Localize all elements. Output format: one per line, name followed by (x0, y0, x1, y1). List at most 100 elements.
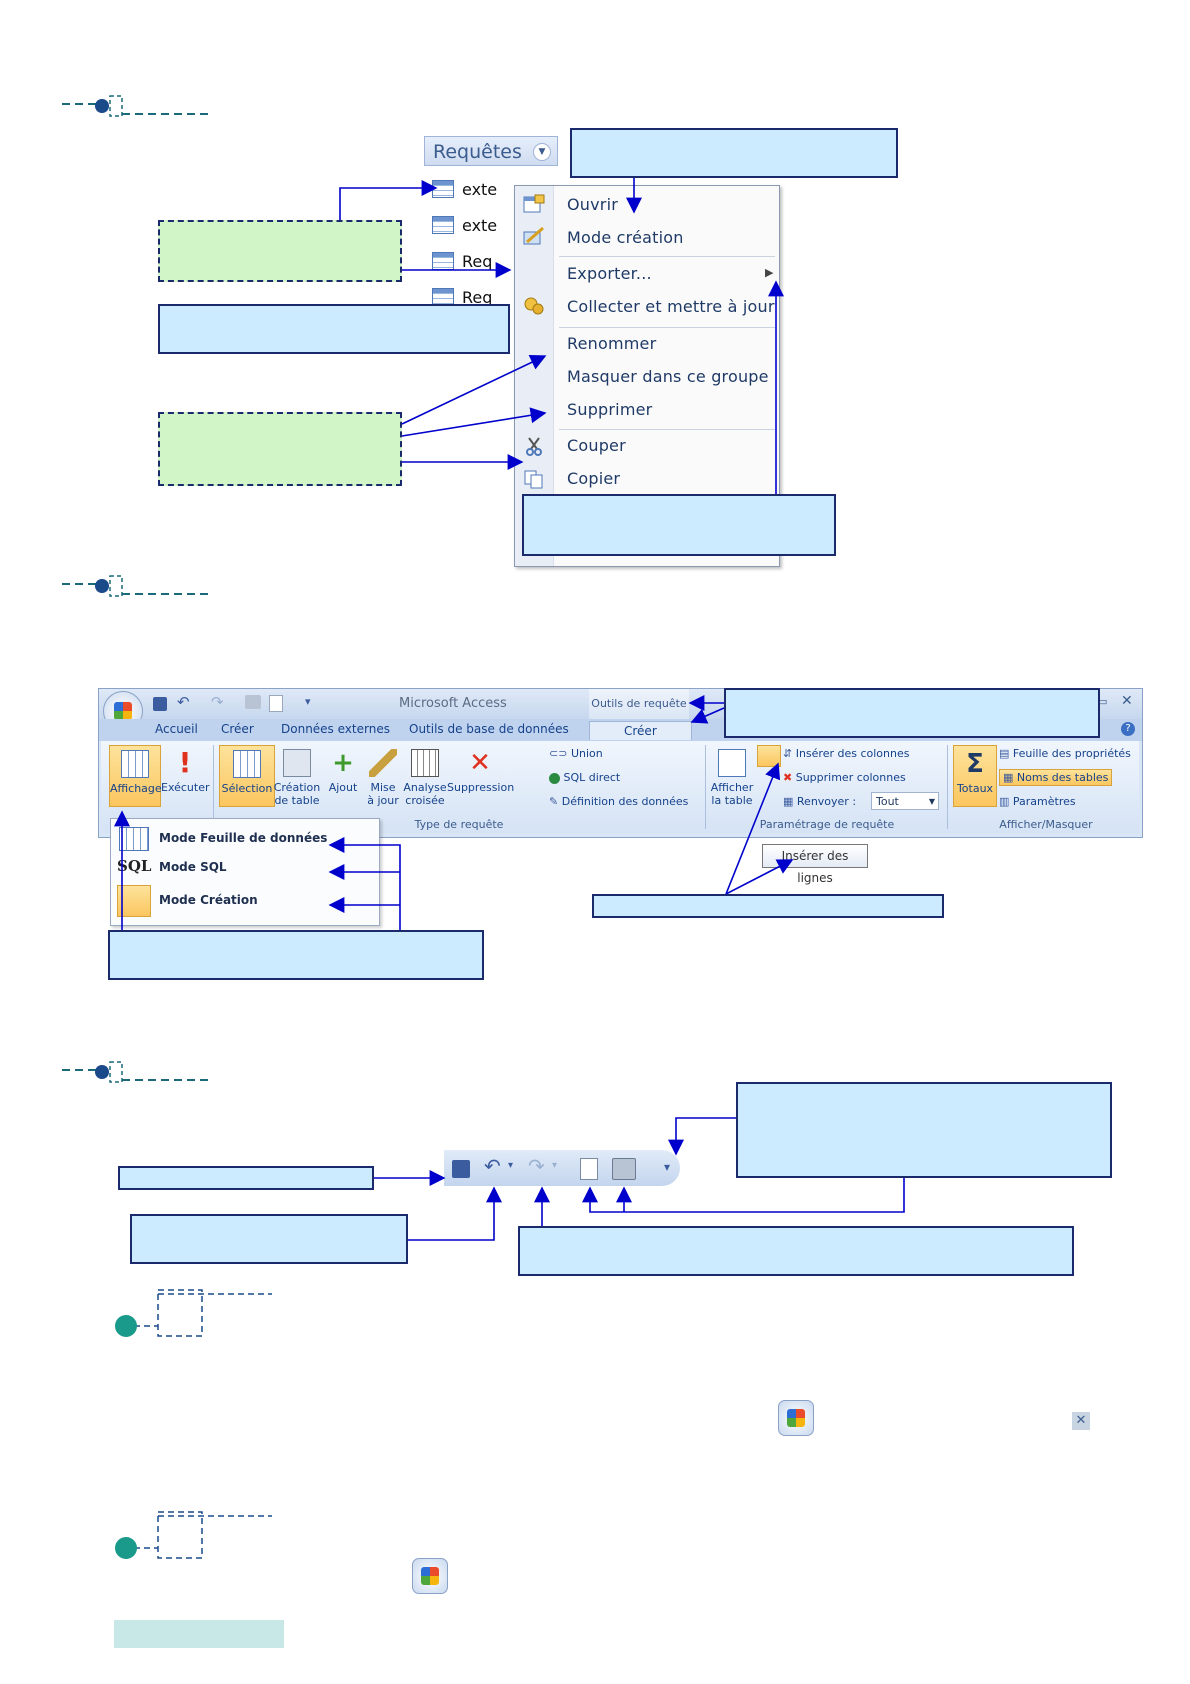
menu-item-open[interactable]: Ouvrir (567, 195, 619, 214)
callout-export-submenu (522, 494, 836, 556)
crosstab-icon (411, 749, 439, 777)
data-definition-button[interactable]: ✎ Définition des données (549, 795, 688, 808)
update-button[interactable]: Mise à jour (363, 745, 403, 815)
undo-dropdown-icon[interactable]: ▾ (508, 1160, 514, 1171)
insert-columns-button[interactable]: ⇵ Insérer des colonnes (783, 747, 909, 760)
dropdown-item-sql-view[interactable]: Mode SQL (159, 860, 227, 874)
return-icon: ▦ (783, 795, 794, 808)
globe-icon (549, 772, 560, 784)
union-label: Union (570, 747, 603, 760)
show-table-label-2: la table (711, 794, 753, 807)
dropdown-item-design-view[interactable]: Mode Création (159, 893, 258, 907)
crosstab-label-2: croisée (405, 794, 445, 807)
menu-item-copy[interactable]: Copier (567, 469, 621, 488)
sql-direct-button[interactable]: SQL direct (549, 771, 620, 784)
section-bullet-1 (62, 95, 212, 117)
nav-item-label: exte (462, 179, 498, 199)
totals-label: Totaux (956, 782, 994, 795)
menu-item-collect-update[interactable]: Collecter et mettre à jour (567, 297, 775, 316)
redo-dropdown-icon[interactable]: ▾ (552, 1160, 558, 1171)
restore-window-icon[interactable]: ▭ (1097, 695, 1108, 708)
exclamation-icon: ! (178, 746, 192, 779)
return-values-control: ▦ Renvoyer : (783, 795, 856, 808)
print-preview-icon[interactable] (580, 1158, 598, 1180)
delete-columns-button[interactable]: ✖ Supprimer colonnes (783, 771, 906, 784)
callout-undo (130, 1214, 408, 1264)
tab-create[interactable]: Créer (221, 722, 254, 736)
return-values-select[interactable]: Tout ▼ (871, 792, 939, 810)
customize-qat-icon[interactable]: ▾ (305, 695, 311, 708)
close-icon: ✕ (1072, 1412, 1090, 1430)
menu-item-delete[interactable]: Supprimer (567, 400, 653, 419)
callout-customize-qat (736, 1082, 1112, 1178)
nav-item[interactable]: Req (432, 282, 492, 312)
run-button-label: Exécuter (161, 781, 210, 794)
query-icon (432, 216, 454, 234)
delete-query-label: Suppression (447, 781, 515, 794)
save-icon[interactable] (153, 697, 167, 711)
menu-item-export[interactable]: Exporter... (567, 264, 652, 283)
office-button-icon (412, 1558, 448, 1594)
office-logo-icon (421, 1567, 439, 1585)
tab-home[interactable]: Accueil (155, 722, 198, 736)
menu-item-hide-in-group[interactable]: Masquer dans ce groupe (567, 367, 769, 386)
undo-icon[interactable]: ↶ (177, 693, 190, 711)
datasheet-view-icon (119, 827, 149, 851)
union-button[interactable]: ⊂⊃ Union (549, 747, 603, 760)
append-button[interactable]: + Ajout (323, 745, 363, 805)
window-title: Microsoft Access (399, 696, 507, 711)
print-preview-icon[interactable] (269, 695, 283, 712)
close-icon[interactable]: ✕ (1121, 693, 1133, 709)
redo-icon[interactable]: ↷ (211, 693, 224, 711)
callout-query-list (158, 304, 510, 354)
tab-database-tools[interactable]: Outils de base de données (409, 722, 569, 736)
select-query-label: Sélection (221, 782, 273, 795)
office-logo-icon (114, 702, 132, 720)
view-button-label: Affichage (110, 782, 162, 795)
dropdown-item-datasheet-view[interactable]: Mode Feuille de données (159, 831, 328, 845)
nav-item[interactable]: exte (432, 174, 497, 204)
pencil-icon (369, 749, 397, 777)
show-table-icon (718, 749, 746, 777)
menu-item-cut[interactable]: Couper (567, 436, 626, 455)
print-icon[interactable] (245, 695, 261, 709)
callout-query-object (158, 220, 402, 282)
menu-item-rename[interactable]: Renommer (567, 334, 657, 353)
tab-external-data[interactable]: Données externes (281, 722, 390, 736)
tab-query-design[interactable]: Créer (589, 721, 692, 740)
property-sheet-button[interactable]: ▤ Feuille des propriétés (999, 747, 1131, 760)
nav-item-label: exte (462, 215, 498, 235)
callout-contextual-tab (724, 688, 1100, 738)
nav-item[interactable]: exte (432, 210, 497, 240)
chevron-down-icon[interactable]: ▼ (533, 143, 551, 161)
print-icon[interactable] (612, 1158, 636, 1180)
delete-columns-icon: ✖ (783, 771, 793, 784)
table-names-button[interactable]: ▦ Noms des tables (999, 769, 1113, 786)
return-value: Tout (876, 795, 899, 808)
save-icon[interactable] (452, 1160, 470, 1178)
run-button[interactable]: ! Exécuter (161, 745, 210, 805)
office-logo-icon (787, 1409, 805, 1427)
redo-icon[interactable]: ↷ (528, 1154, 545, 1178)
parameters-button[interactable]: ▥ Paramètres (999, 795, 1076, 808)
totals-button[interactable]: Σ Totaux (953, 745, 997, 807)
nav-pane-header[interactable]: Requêtes ▼ (424, 136, 558, 166)
table-names-icon: ▦ (1003, 771, 1014, 784)
select-query-button[interactable]: Sélection (219, 745, 275, 807)
make-table-button[interactable]: Création de table (273, 745, 321, 815)
quick-access-toolbar: ↶ ▾ ↷ ▾ ▾ (444, 1150, 680, 1186)
callout-arrows-section-3 (374, 1117, 905, 1241)
customize-qat-icon[interactable]: ▾ (664, 1160, 671, 1174)
undo-icon[interactable]: ↶ (484, 1154, 501, 1178)
tooltip-insert-rows: Insérer des lignes (762, 844, 868, 885)
nav-item[interactable]: Req (432, 246, 492, 276)
show-table-button[interactable]: Afficher la table (709, 745, 755, 815)
crosstab-label-1: Analyse (403, 781, 447, 794)
delete-query-button[interactable]: ✕ Suppression (447, 745, 515, 805)
plus-icon: + (332, 748, 354, 778)
menu-item-design-mode[interactable]: Mode création (567, 228, 684, 247)
highlight-bar (114, 1620, 284, 1648)
help-icon[interactable]: ? (1121, 722, 1135, 736)
view-button[interactable]: Affichage (109, 745, 162, 807)
crosstab-button[interactable]: Analyse croisée (403, 745, 447, 815)
